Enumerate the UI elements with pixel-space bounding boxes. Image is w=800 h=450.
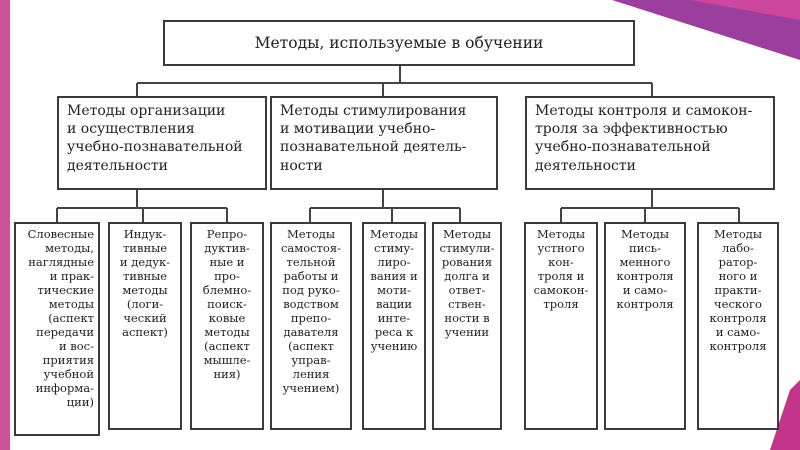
top-right-accent-light [690,0,800,20]
leaf-box-reproductive-methods: Репро- дуктив- ные и про- блемно- поиск-… [190,222,264,430]
group-box-control: Методы контроля и самокон- троля за эффе… [525,96,775,190]
group-box-stimulation: Методы стимулирования и мотивации учебно… [270,96,498,190]
bottom-right-accent [770,380,800,450]
leaf-box-interest-motivation: Методы стиму- лиро- вания и моти- вации … [362,222,426,430]
diagram-title-box: Методы, используемые в обучении [163,20,635,66]
leaf-box-verbal-methods: Словесные методы, наглядные и прак- тиче… [14,222,100,436]
diagram-title: Методы, используемые в обучении [254,33,544,52]
leaf-box-independent-work: Методы самостоя- тельной работы и под ру… [270,222,352,430]
top-right-accent [612,0,800,60]
leaf-box-oral-control: Методы устного кон- троля и самокон- тро… [524,222,598,430]
leaf-box-lab-control: Методы лабо- ратор- ного и практи- ческо… [697,222,779,430]
group-box-organization: Методы организации и осуществления учебн… [57,96,267,190]
leaf-box-inductive-methods: Индук- тивные и дедук- тивные методы (ло… [108,222,182,430]
leaf-box-written-control: Методы пись- менного контроля и само- ко… [604,222,686,430]
left-accent-stripe [0,0,10,450]
leaf-box-duty-responsibility: Методы стимули- рования долга и ответ- с… [432,222,502,430]
